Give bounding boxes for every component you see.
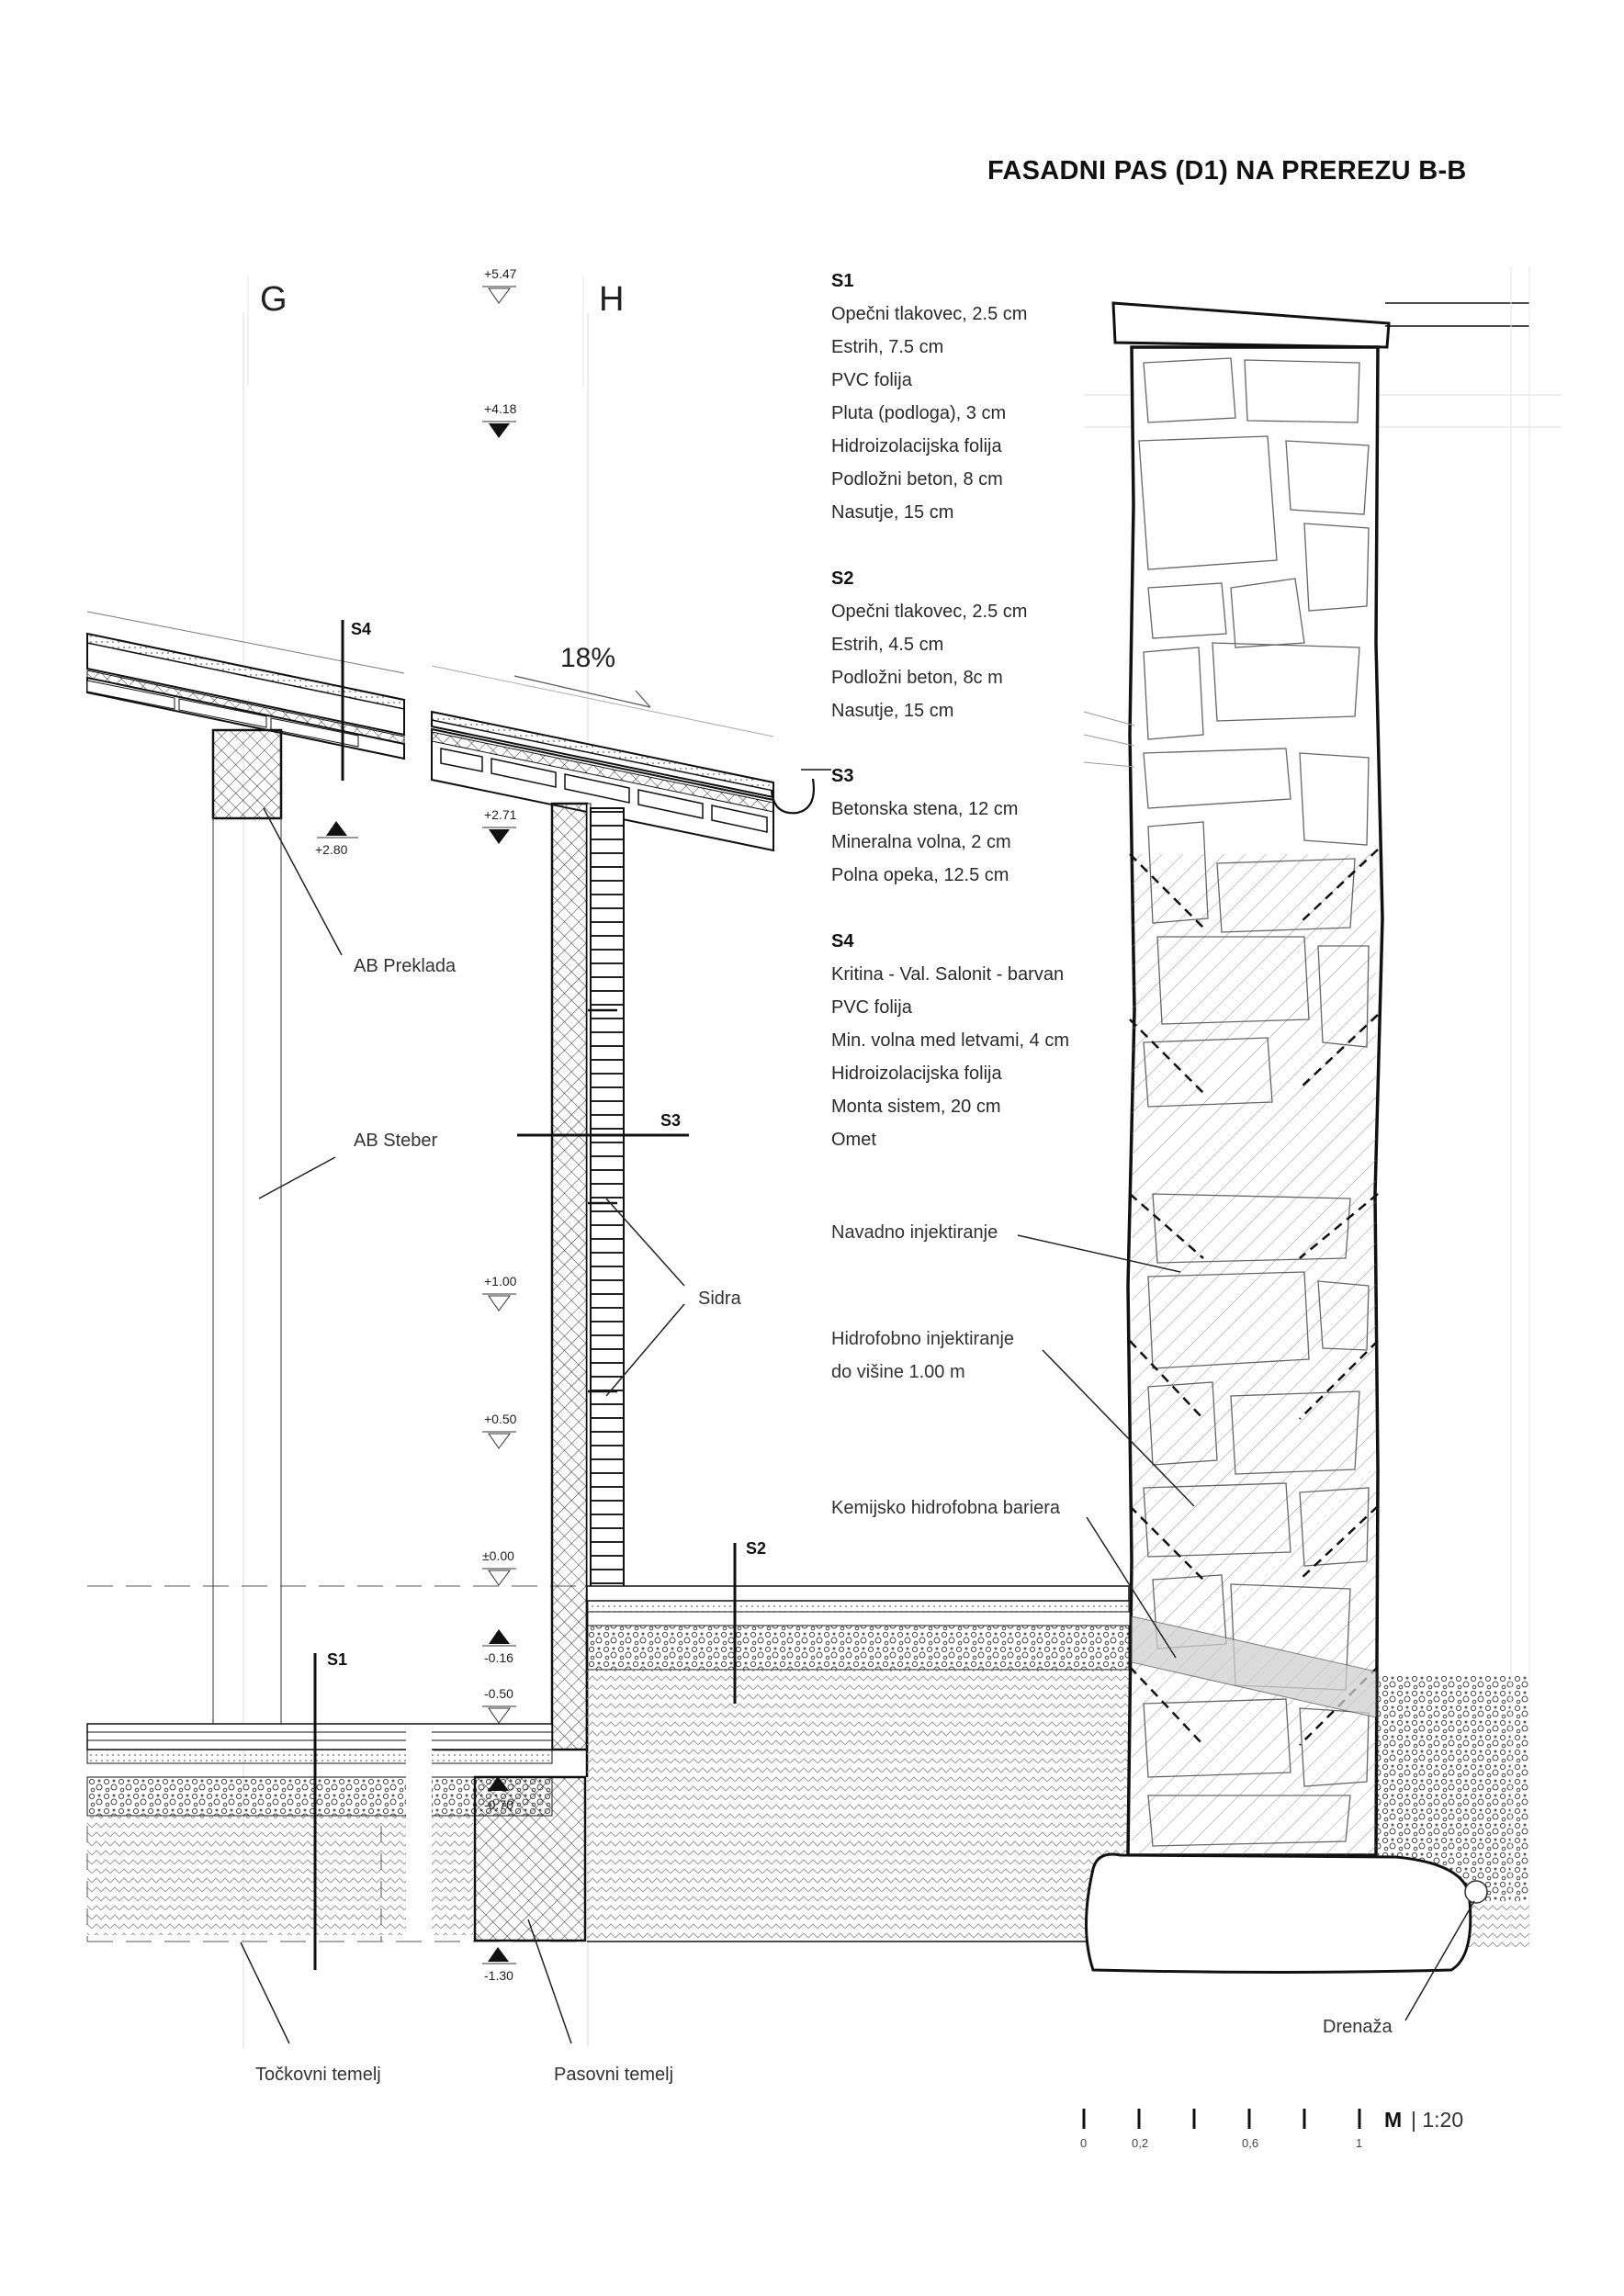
- axis-label-g: G: [260, 280, 288, 319]
- section-mark-s4-label: S4: [351, 620, 371, 638]
- svg-text:+1.00: +1.00: [484, 1274, 517, 1289]
- stone-pillar: [1083, 266, 1562, 1974]
- legend-s1: S1 Opečni tlakovec, 2.5 cm Estrih, 7.5 c…: [831, 264, 1027, 529]
- level-marker-418: +4.18: [482, 401, 517, 438]
- legend-s1-item: Nasutje, 15 cm: [831, 502, 954, 523]
- callout-normal-injection: Navadno injektiranje: [831, 1222, 998, 1243]
- legend-s2: S2 Opečni tlakovec, 2.5 cm Estrih, 4.5 c…: [831, 562, 1027, 727]
- callout-pad-footing: Točkovni temelj: [255, 2065, 381, 2085]
- callout-hydrophobic-injection: Hidrofobno injektiranje: [831, 1329, 1014, 1349]
- scale-tick-label: 0,6: [1242, 2136, 1258, 2150]
- legend-s2-item: Podložni beton, 8c m: [831, 668, 1003, 688]
- legend-s3-item: Mineralna volna, 2 cm: [831, 832, 1011, 852]
- legend-s3: S3 Betonska stena, 12 cm Mineralna volna…: [831, 760, 1018, 892]
- legend-s4-item: Monta sistem, 20 cm: [831, 1097, 1001, 1117]
- section-mark-s2-label: S2: [746, 1539, 766, 1558]
- wall-s3: [434, 802, 625, 1777]
- legend-s2-item: Estrih, 4.5 cm: [831, 635, 944, 655]
- legend-s2-item: Nasutje, 15 cm: [831, 701, 954, 721]
- callout-strip-footing: Pasovni temelj: [554, 2065, 673, 2085]
- gutter-icon: [770, 778, 815, 815]
- roof-assembly: [86, 611, 831, 852]
- wall-anchors: [588, 1008, 617, 1393]
- level-marker-271: +2.71: [482, 807, 517, 844]
- legend-s4-item: PVC folija: [831, 997, 912, 1018]
- level-marker-547: +5.47: [482, 266, 517, 304]
- legend-s1-item: Hidroizolacijska folija: [831, 436, 1002, 456]
- legend-s4: S4 Kritina - Val. Salonit - barvan PVC f…: [831, 925, 1069, 1156]
- level-marker-m130: -1.30: [482, 1947, 516, 1983]
- legend-s4-item: Kritina - Val. Salonit - barvan: [831, 964, 1065, 985]
- legend-s4-item: Min. volna med letvami, 4 cm: [831, 1030, 1069, 1051]
- level-marker-m050: -0.50: [482, 1686, 516, 1724]
- legend-s2-item: Opečni tlakovec, 2.5 cm: [831, 602, 1028, 622]
- legend-s1-heading: S1: [831, 271, 854, 291]
- floor-s2: [586, 1585, 1130, 1942]
- svg-text:+2.80: +2.80: [315, 842, 348, 857]
- drawing-title: FASADNI PAS (D1) NA PREREZU B-B: [987, 156, 1467, 186]
- callout-hydrophobic-height: do višine 1.00 m: [831, 1362, 965, 1382]
- legend-s1-item: Pluta (podloga), 3 cm: [831, 403, 1007, 423]
- svg-text:-0.70: -0.70: [484, 1797, 513, 1812]
- scale-label-m: M: [1384, 2108, 1402, 2132]
- callout-drainage: Drenaža: [1323, 2017, 1393, 2037]
- level-marker-m016: -0.16: [482, 1629, 516, 1665]
- legend-s1-item: PVC folija: [831, 370, 912, 390]
- scale-label-ratio: | 1:20: [1411, 2108, 1463, 2132]
- callout-anchors: Sidra: [698, 1289, 742, 1309]
- slope-label: 18%: [560, 643, 615, 673]
- level-marker-280: +2.80: [315, 821, 358, 857]
- section-mark-s1-label: S1: [327, 1650, 347, 1669]
- callout-ab-lintel: AB Preklada: [354, 956, 457, 976]
- legend-s2-heading: S2: [831, 568, 854, 589]
- level-marker-000: ±0.00: [482, 1548, 516, 1586]
- legend-s3-heading: S3: [831, 766, 854, 786]
- section-mark-s3-label: S3: [660, 1111, 681, 1130]
- legend-s1-item: Podložni beton, 8 cm: [831, 469, 1003, 490]
- scale-tick-label: 0: [1080, 2136, 1087, 2150]
- legend-s4-item: Omet: [831, 1130, 876, 1150]
- scale-tick-label: 0,2: [1132, 2136, 1148, 2150]
- svg-text:-0.16: -0.16: [484, 1650, 513, 1665]
- strip-footing: [473, 1775, 587, 1942]
- level-marker-050: +0.50: [482, 1412, 517, 1449]
- axis-label-h: H: [599, 280, 624, 319]
- drainage-pipe-icon: [1464, 1880, 1488, 1904]
- level-marker-m070: -0.70: [484, 1776, 513, 1812]
- svg-text:+5.47: +5.47: [484, 266, 517, 281]
- slope-annotation: 18%: [513, 643, 651, 708]
- svg-text:-0.50: -0.50: [484, 1686, 513, 1701]
- svg-text:±0.00: ±0.00: [482, 1548, 514, 1563]
- ab-lintel: [211, 728, 283, 820]
- legend-s4-item: Hidroizolacijska folija: [831, 1064, 1002, 1084]
- legend-s3-item: Betonska stena, 12 cm: [831, 799, 1019, 819]
- callout-leaders: [240, 807, 1475, 2044]
- svg-text:+0.50: +0.50: [484, 1412, 517, 1426]
- legend-s1-item: Estrih, 7.5 cm: [831, 337, 944, 357]
- callout-ab-column: AB Steber: [354, 1131, 438, 1151]
- svg-text:+4.18: +4.18: [484, 401, 517, 416]
- level-marker-100: +1.00: [482, 1274, 517, 1311]
- legend-s4-heading: S4: [831, 931, 854, 951]
- callout-chemical-barrier: Kemijsko hidrofobna bariera: [831, 1498, 1061, 1518]
- svg-text:-1.30: -1.30: [484, 1968, 513, 1983]
- scale-tick-label: 1: [1356, 2136, 1362, 2150]
- scale-bar: 0 0,2 0,6 1 M | 1:20: [1080, 2108, 1463, 2150]
- legend-s1-item: Opečni tlakovec, 2.5 cm: [831, 304, 1028, 324]
- svg-text:+2.71: +2.71: [484, 807, 517, 822]
- legend-s3-item: Polna opeka, 12.5 cm: [831, 865, 1009, 885]
